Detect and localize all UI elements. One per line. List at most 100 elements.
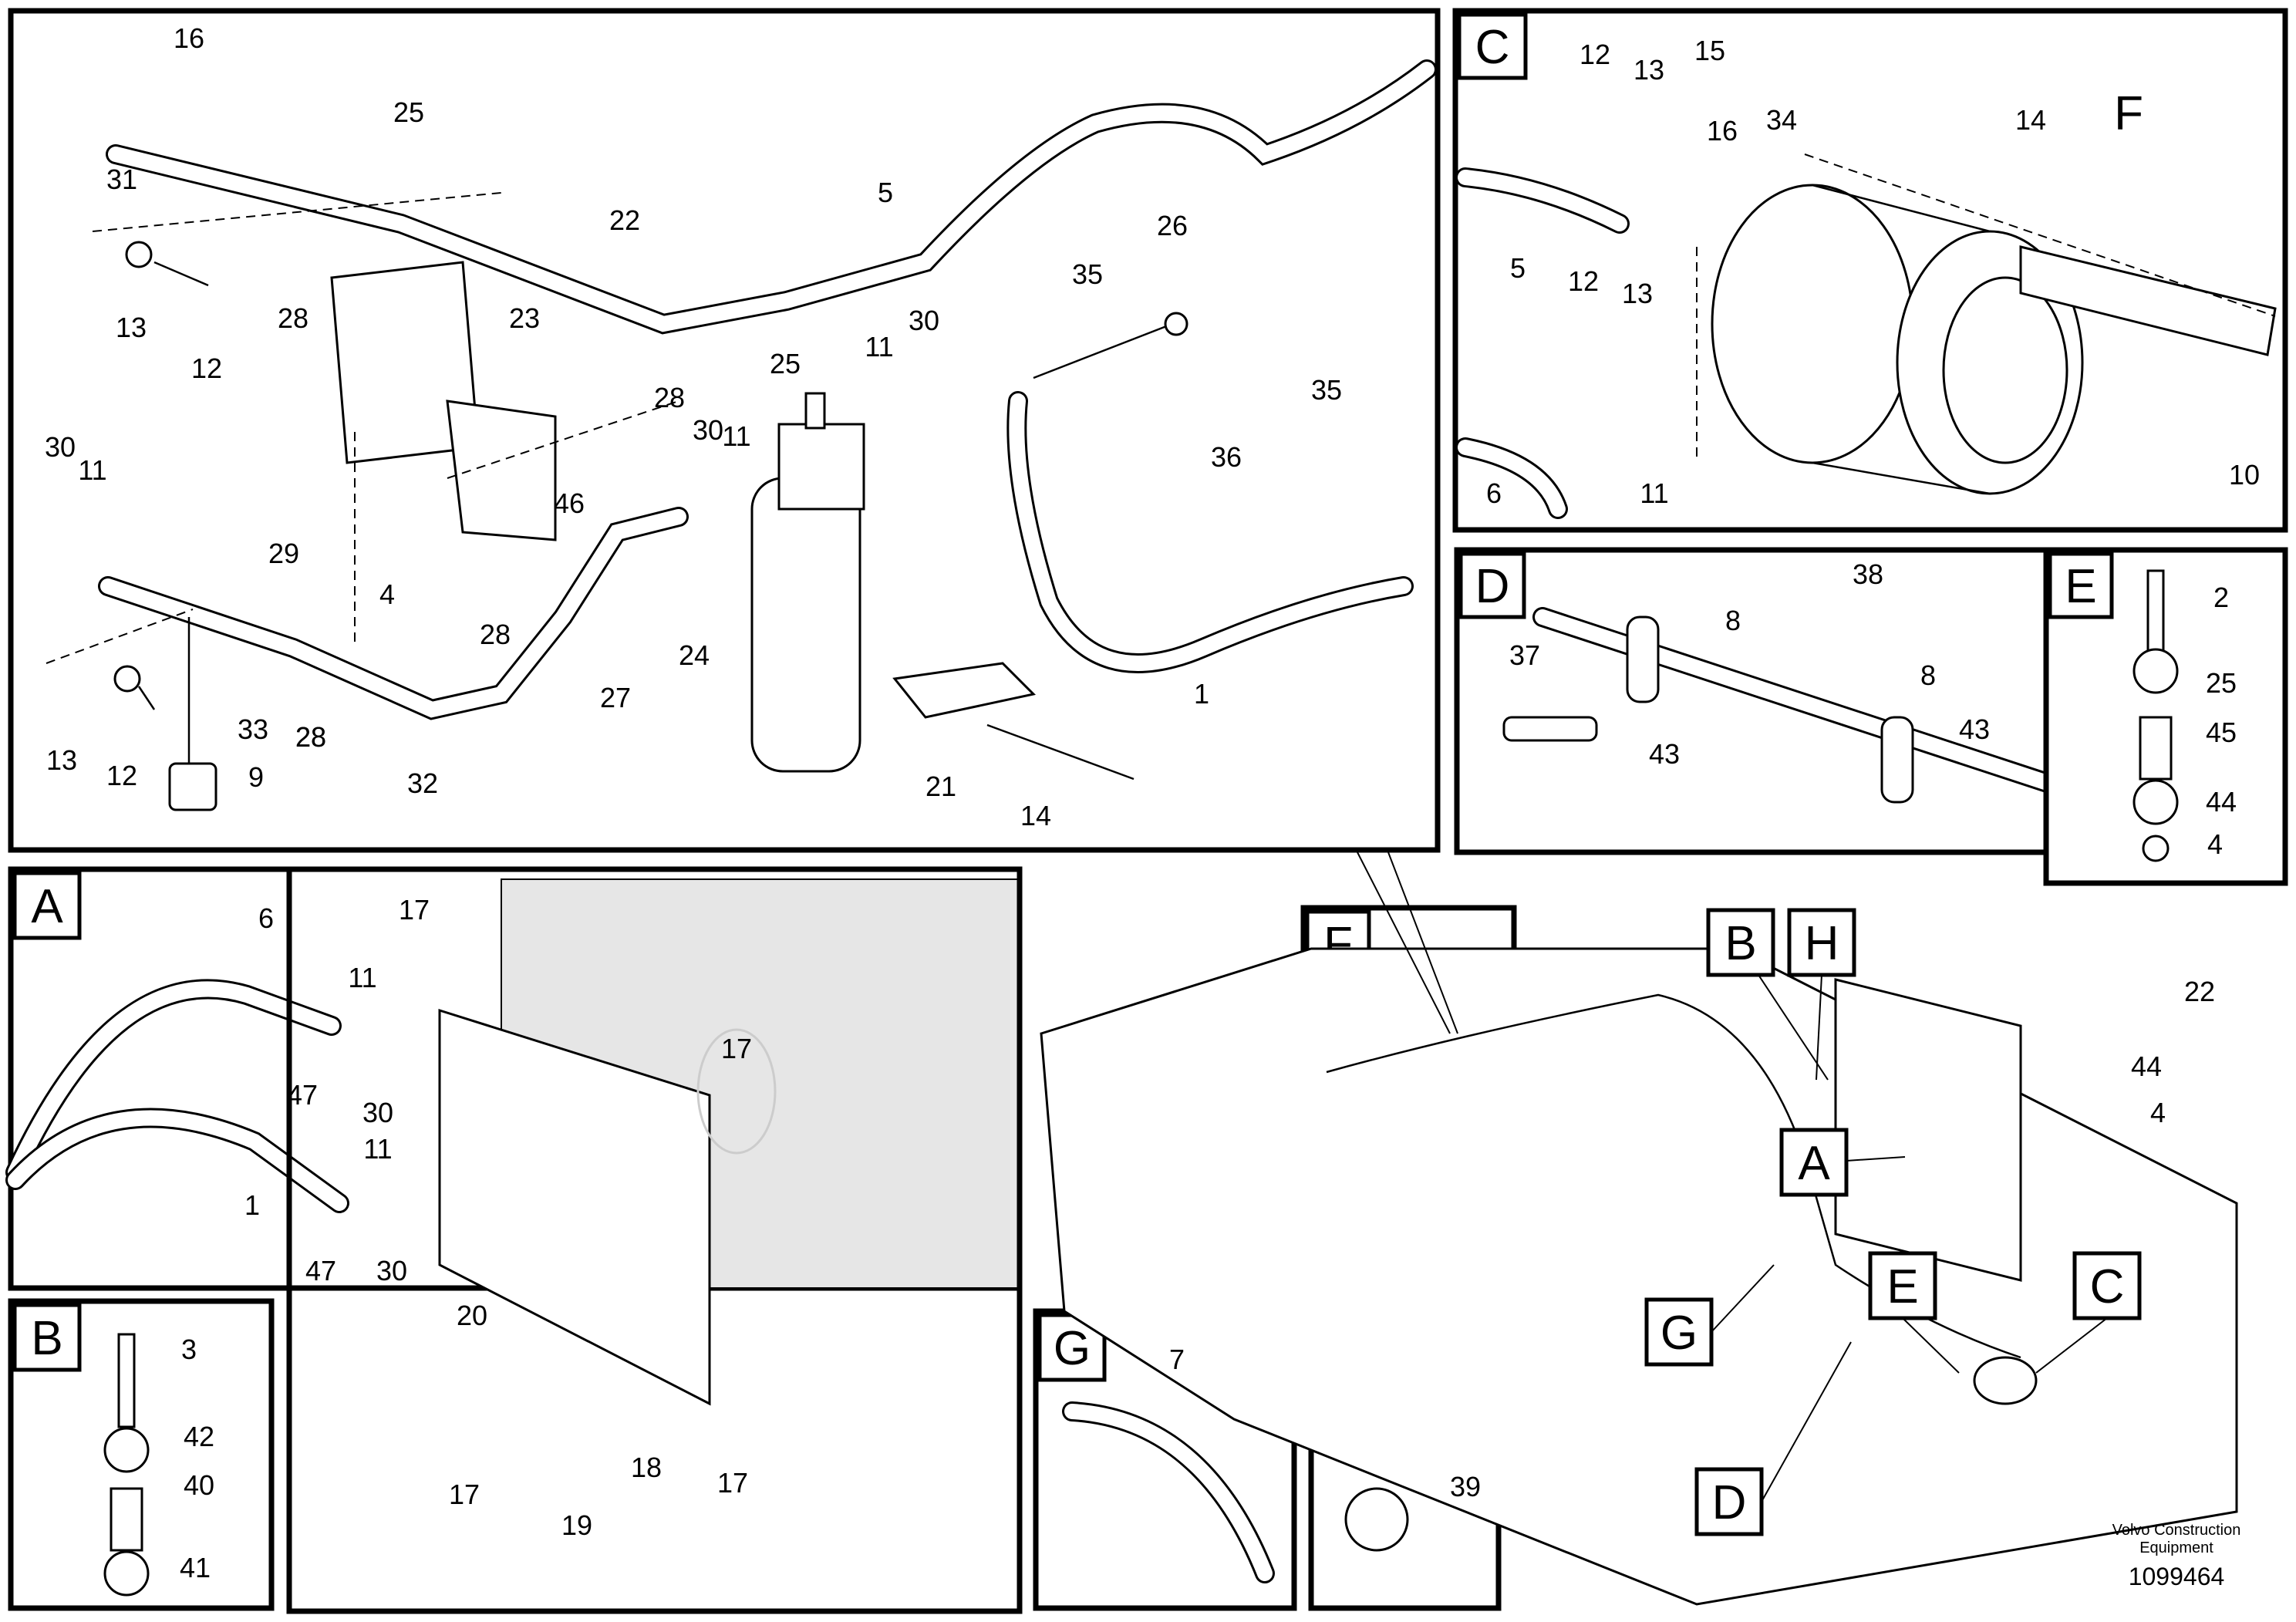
callout-A-0: 6 [258,902,274,934]
panel-e: E [2043,547,2288,886]
callout-top-7: 5 [878,177,893,208]
callout-F-2: 4 [2150,1097,2166,1128]
callout-top-1: 31 [106,164,137,195]
svg-text:A: A [1798,1137,1830,1190]
callout-E-2: 45 [2206,717,2237,748]
callout-top-13: 30 [909,305,939,336]
callout-C-10: 11 [1640,477,1668,509]
svg-text:G: G [1660,1307,1698,1360]
callout-A-10: 20 [457,1300,487,1331]
callout-F-0: 22 [2184,976,2215,1007]
callout-top-27: 27 [600,682,631,713]
callout-top-19: 29 [268,538,299,569]
callout-C-4: 16 [1707,115,1738,147]
brand-line-2: Equipment [2139,1539,2213,1556]
callout-C-12: 10 [2229,459,2260,491]
callout-top-25: 21 [925,771,956,802]
svg-text:D: D [1712,1476,1747,1529]
callout-top-6: 22 [609,204,640,236]
brand-line-1: Volvo Construction [2112,1522,2241,1539]
callout-top-12: 11 [865,331,893,363]
panel-c: C [1452,8,2288,533]
panel-top-frame [8,8,1441,853]
callout-E-1: 25 [2206,667,2237,699]
panel-d: D [1454,547,2107,855]
pressure-switch-9 [168,762,217,811]
callout-C-8: 13 [1622,278,1653,309]
condenser-20 [438,1008,711,1406]
callout-top-21: 46 [554,487,585,519]
callout-top-3: 13 [116,312,147,343]
callout-A-12: 19 [561,1509,592,1541]
callout-top-5: 28 [278,302,308,334]
document-number: 1099464 [2129,1563,2225,1590]
callout-top-31: 13 [46,744,77,776]
callout-C-9: 6 [1486,477,1502,509]
tag-E-label: E [2065,560,2096,613]
tag-B [12,1303,82,1372]
tag-A [12,871,82,940]
overview-tag-C: C [2072,1251,2142,1320]
callout-G-0: 7 [1169,1344,1185,1375]
callout-top-26: 14 [1020,800,1051,831]
receiver-drier [750,477,861,773]
tag-B-label: B [31,1312,62,1365]
callout-D-1: 8 [1725,605,1741,636]
callout-A-9: 17 [721,1033,752,1064]
callout-C-11: F [2114,87,2143,140]
callout-C-3: 14 [2015,104,2046,136]
callout-E-0: 2 [2213,582,2229,613]
drier-valve [804,392,826,430]
callout-A-4: 30 [362,1097,393,1128]
callout-B-2: 40 [184,1469,214,1501]
callout-top-24: 24 [679,639,710,671]
callout-top-17: 30 [45,431,76,463]
callout-top-28: 36 [1211,441,1242,473]
callout-A-1: 17 [399,894,430,926]
compressor-body [1711,184,1914,464]
panel-a: A [5,866,1023,1614]
overview-condenser [1834,978,2022,1282]
overview-tag-G: G [1644,1297,1714,1367]
bracket-48 [2019,245,2277,356]
callout-A-2: 11 [348,962,376,993]
callout-numbers: 1631251312282253526232811301130253011294… [45,22,2260,1583]
panel-a-lower-frame [286,866,1023,1614]
callout-A-3: 47 [287,1079,318,1111]
callout-C-6: 5 [1510,252,1526,284]
tag-D-label: D [1475,560,1510,613]
tag-G-label: G [1054,1322,1091,1375]
overview-tag-E: E [1868,1251,1937,1320]
drier-head [777,423,865,511]
overview-frame: B H A G E C D [1040,851,2238,1606]
callout-top-10: 23 [509,302,540,334]
callout-top-22: 28 [480,619,511,650]
callout-D-5: 43 [1959,713,1990,745]
tag-C-label: C [1475,21,1510,74]
callout-top-9: 26 [1157,210,1188,241]
svg-text:B: B [1725,917,1756,970]
overview-tag-B: B [1706,908,1775,977]
callout-A-5: 1 [244,1189,260,1221]
callout-C-5: 34 [1766,104,1797,136]
callout-C-7: 12 [1568,265,1599,297]
tag-A-label: A [31,880,63,933]
callout-top-36: 28 [295,721,326,753]
callout-D-0: 38 [1853,558,1883,590]
callout-top-16: 25 [770,348,801,379]
clip-8-lower [1880,716,1914,804]
callout-top-4: 12 [191,352,222,384]
callout-H-0: 39 [1450,1471,1481,1502]
callout-B-0: 3 [181,1334,197,1365]
svg-text:H: H [1805,917,1839,970]
callout-top-14: 11 [722,420,750,452]
callout-top-30: 1 [1194,678,1209,710]
svg-text:E: E [1886,1260,1918,1313]
callout-C-2: 15 [1694,35,1725,66]
callout-A-14: 17 [717,1467,748,1499]
tag-C [1457,12,1528,80]
callout-C-0: 12 [1580,39,1610,70]
tag-D [1458,551,1526,619]
bracket-23 [446,400,557,541]
